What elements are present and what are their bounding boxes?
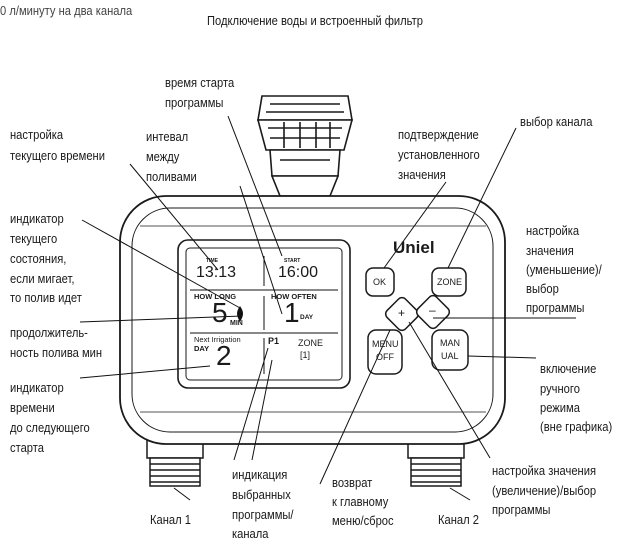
label-manual-3: режима bbox=[540, 400, 580, 415]
label-menu-return-2: к главному bbox=[332, 494, 389, 509]
drop-icon bbox=[237, 306, 243, 322]
plus-button[interactable] bbox=[384, 296, 421, 333]
label-flow-rate: 0 л/минуту на два канала bbox=[0, 3, 133, 18]
label-indicator-4: если мигает, bbox=[10, 271, 75, 286]
leader-lines bbox=[79, 115, 576, 501]
label-decrease-5: программы bbox=[526, 300, 585, 315]
label-interval-2: между bbox=[146, 149, 180, 164]
plus-button-label: + bbox=[398, 306, 406, 320]
outlet-channel-2 bbox=[407, 439, 465, 487]
label-decrease-2: значения bbox=[526, 243, 574, 258]
menu-button-label: MENU bbox=[372, 339, 399, 349]
ok-button[interactable] bbox=[365, 267, 395, 297]
label-channel-1: Канал 1 bbox=[150, 512, 191, 527]
label-time-indicator-3: до следующего bbox=[10, 420, 90, 435]
lcd-time-label: TIME bbox=[206, 258, 218, 264]
manual-button[interactable] bbox=[431, 329, 469, 371]
label-indicator-3: состояния, bbox=[10, 251, 67, 266]
label-indicator-5: то полив идет bbox=[10, 290, 82, 305]
outlet-channel-1 bbox=[146, 439, 204, 487]
label-time-indicator-4: старта bbox=[10, 440, 44, 455]
label-channel-select: выбор канала bbox=[520, 114, 593, 129]
lcd-how-long: HOW LONG bbox=[194, 292, 237, 301]
label-confirm-3: значения bbox=[398, 167, 446, 182]
label-increase-2: (увеличение)/выбор bbox=[492, 483, 597, 498]
label-start-time-1: время старта bbox=[165, 75, 235, 90]
lcd-often-unit: DAY bbox=[300, 314, 314, 321]
zone-button[interactable] bbox=[431, 267, 467, 297]
label-programs-4: канала bbox=[232, 526, 269, 541]
lcd-zone-value: [1] bbox=[300, 350, 311, 360]
label-channel-2: Канал 2 bbox=[438, 512, 479, 527]
label-confirm-1: подтверждение bbox=[398, 127, 479, 142]
label-increase-1: настройка значения bbox=[492, 463, 597, 478]
lcd-time-value: 13:13 bbox=[196, 264, 237, 281]
label-cur-time-2: текущего времени bbox=[10, 148, 105, 163]
water-connector bbox=[256, 95, 354, 197]
label-cur-time-1: настройка bbox=[10, 127, 64, 142]
label-manual-2: ручного bbox=[540, 381, 580, 396]
menu-off-button[interactable] bbox=[367, 329, 403, 375]
lcd-duration-unit: MIN bbox=[230, 320, 243, 327]
label-duration-1: продолжитель- bbox=[10, 325, 88, 340]
lcd-next-unit: DAY bbox=[194, 344, 210, 353]
lcd-screen bbox=[177, 239, 351, 389]
label-menu-return-1: возврат bbox=[332, 475, 373, 490]
label-manual-1: включение bbox=[540, 361, 597, 376]
zone-button-label: ZONE bbox=[437, 277, 463, 287]
label-confirm-2: установленного bbox=[398, 147, 480, 162]
label-menu-return-3: меню/сброс bbox=[332, 513, 394, 528]
off-button-label: OFF bbox=[376, 352, 394, 362]
label-time-indicator-2: времени bbox=[10, 400, 55, 415]
lcd-zone-label: ZONE bbox=[298, 338, 324, 348]
lcd-start-value: 16:00 bbox=[278, 264, 319, 281]
brand-logo: Uniel bbox=[393, 238, 435, 257]
lcd-duration-value: 5 bbox=[212, 297, 228, 328]
minus-button-label: – bbox=[429, 303, 436, 317]
lcd-start-label: START bbox=[284, 258, 301, 264]
label-indicator-2: текущего bbox=[10, 231, 58, 246]
label-increase-3: программы bbox=[492, 502, 551, 517]
lcd-next-value: 2 bbox=[216, 340, 232, 371]
label-start-time-2: программы bbox=[165, 95, 224, 110]
label-interval-1: интевал bbox=[146, 129, 189, 144]
lcd-how-often: HOW OFTEN bbox=[271, 292, 317, 301]
minus-button[interactable] bbox=[415, 294, 452, 331]
buttons bbox=[365, 267, 469, 375]
label-manual-4: (вне графика) bbox=[540, 419, 613, 434]
label-indicator-1: индикатор bbox=[10, 211, 64, 226]
label-duration-2: ность полива мин bbox=[10, 345, 103, 360]
lcd-often-value: 1 bbox=[284, 297, 300, 328]
label-programs-1: индикация bbox=[232, 467, 288, 482]
label-water-connection: Подключение воды и встроенный фильтр bbox=[207, 13, 423, 28]
lcd-next-irrigation: Next Irrigation bbox=[194, 335, 241, 344]
label-interval-3: поливами bbox=[146, 169, 197, 184]
lcd-program: P1 bbox=[268, 336, 280, 346]
label-decrease-1: настройка bbox=[526, 223, 580, 238]
ual-button-label: UAL bbox=[441, 351, 459, 361]
man-button-label: MAN bbox=[440, 338, 460, 348]
label-time-indicator-1: индикатор bbox=[10, 380, 64, 395]
label-decrease-4: выбор bbox=[526, 281, 559, 296]
label-programs-3: программы/ bbox=[232, 507, 294, 522]
label-decrease-3: (уменьшение)/ bbox=[526, 262, 602, 277]
label-programs-2: выбранных bbox=[232, 487, 291, 502]
ok-button-label: OK bbox=[373, 277, 387, 287]
